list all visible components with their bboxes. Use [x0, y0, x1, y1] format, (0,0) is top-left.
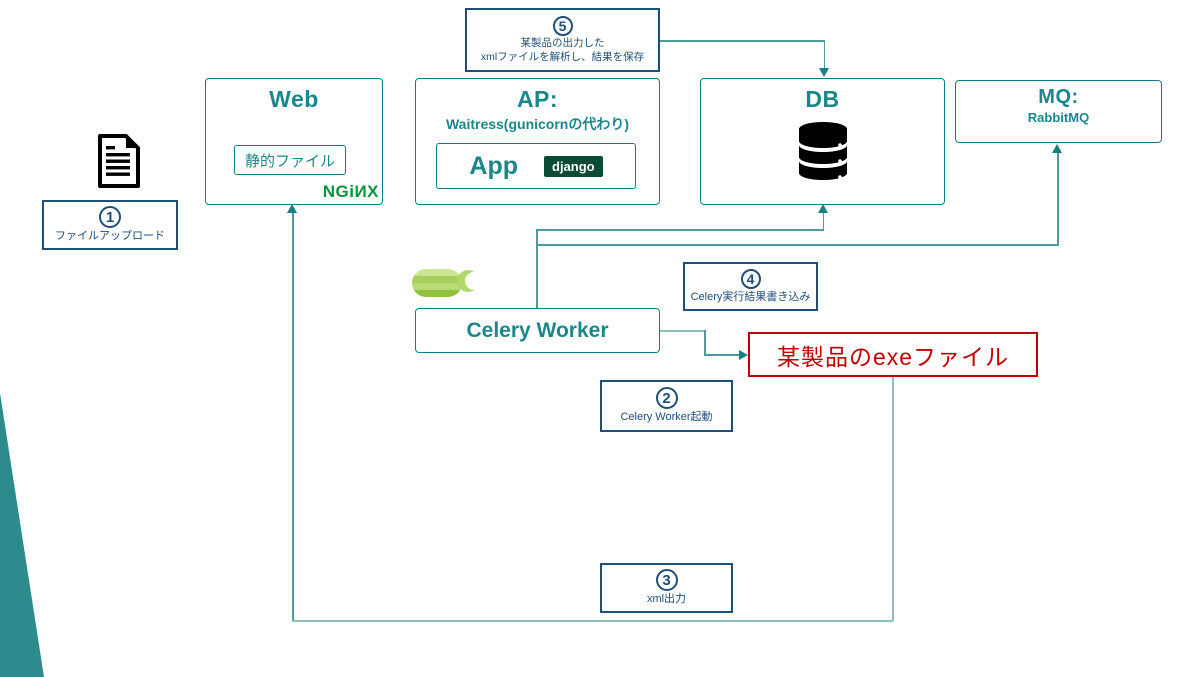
slide-accent-triangle [0, 393, 44, 677]
arrowhead-db-bottom [818, 204, 828, 213]
step-box-parse-xml: 5 某製品の出力した xmlファイルを解析し、結果を保存 [465, 8, 660, 72]
exe-file-box: 某製品のexeファイル [748, 332, 1038, 377]
step-label-3: xml出力 [646, 593, 687, 606]
step-number-1: 1 [99, 206, 121, 229]
app-box: App django [436, 143, 636, 189]
ap-subtitle: Waitress(gunicornの代わり) [445, 116, 630, 132]
step-label-1: ファイルアップロード [55, 230, 165, 243]
exe-file-label: 某製品のexeファイル [776, 343, 1010, 370]
web-node: Web 静的ファイル NGiИX [205, 78, 383, 205]
step-box-worker-start: 2 Celery Worker起動 [600, 380, 733, 432]
ap-title: AP: [516, 86, 559, 112]
step-label-2: Celery Worker起動 [620, 411, 713, 424]
app-label: App [469, 151, 518, 180]
static-files-label: 静的ファイル [244, 152, 335, 170]
step-box-file-upload: 1 ファイルアップロード [42, 200, 178, 250]
connector-db-bottom-v [822, 210, 825, 230]
connector-to-web-v [292, 210, 294, 621]
connector-step5-to-db-h [660, 40, 825, 42]
ap-node: AP: Waitress(gunicornの代わり) App django [415, 78, 660, 205]
step-box-write-result: 4 Celery実行結果書き込み [683, 262, 818, 311]
file-icon [93, 133, 143, 189]
nginx-logo: NGiИX [322, 182, 379, 201]
step-number-3: 3 [655, 569, 678, 592]
db-title: DB [805, 86, 840, 112]
celery-worker-node: Celery Worker [415, 308, 660, 353]
static-files-box: 静的ファイル [234, 145, 346, 175]
celery-logo [412, 269, 483, 299]
mq-title: MQ: [1038, 86, 1079, 108]
arrowhead-db-top [819, 68, 829, 77]
celery-worker-title: Celery Worker [466, 318, 609, 342]
step-label-5-line1: 某製品の出力した [520, 36, 605, 49]
connector-mq-v [1057, 150, 1059, 245]
step-label-4: Celery実行結果書き込み [690, 290, 811, 303]
database-icon [797, 121, 849, 183]
step-box-xml-output: 3 xml出力 [600, 563, 733, 613]
connector-celery-to-exe-h1 [660, 330, 706, 332]
arrowhead-web-bottom [287, 204, 297, 213]
arrowhead-mq-bottom [1052, 144, 1062, 153]
connector-step5-to-db-v [823, 40, 826, 70]
mq-subtitle: RabbitMQ [1027, 110, 1090, 125]
connector-celery-to-db-h [536, 229, 824, 231]
connector-bottom-h [292, 620, 893, 622]
step-number-5: 5 [552, 15, 573, 36]
db-node: DB [700, 78, 945, 205]
connector-celery-to-exe-h2 [704, 354, 740, 356]
connector-celery-to-exe-v [704, 330, 706, 356]
arrowhead-exe-left [739, 350, 748, 360]
web-title: Web [269, 86, 319, 112]
mq-node: MQ: RabbitMQ [955, 80, 1162, 143]
connector-exe-down-v [892, 377, 894, 621]
step-number-2: 2 [655, 387, 678, 410]
connector-celery-stem-v [536, 229, 538, 308]
connector-celery-to-mq-h [536, 244, 1059, 246]
django-logo: django [544, 155, 603, 177]
step-number-4: 4 [740, 268, 761, 289]
step-label-5-line2: xmlファイルを解析し、結果を保存 [480, 51, 645, 63]
